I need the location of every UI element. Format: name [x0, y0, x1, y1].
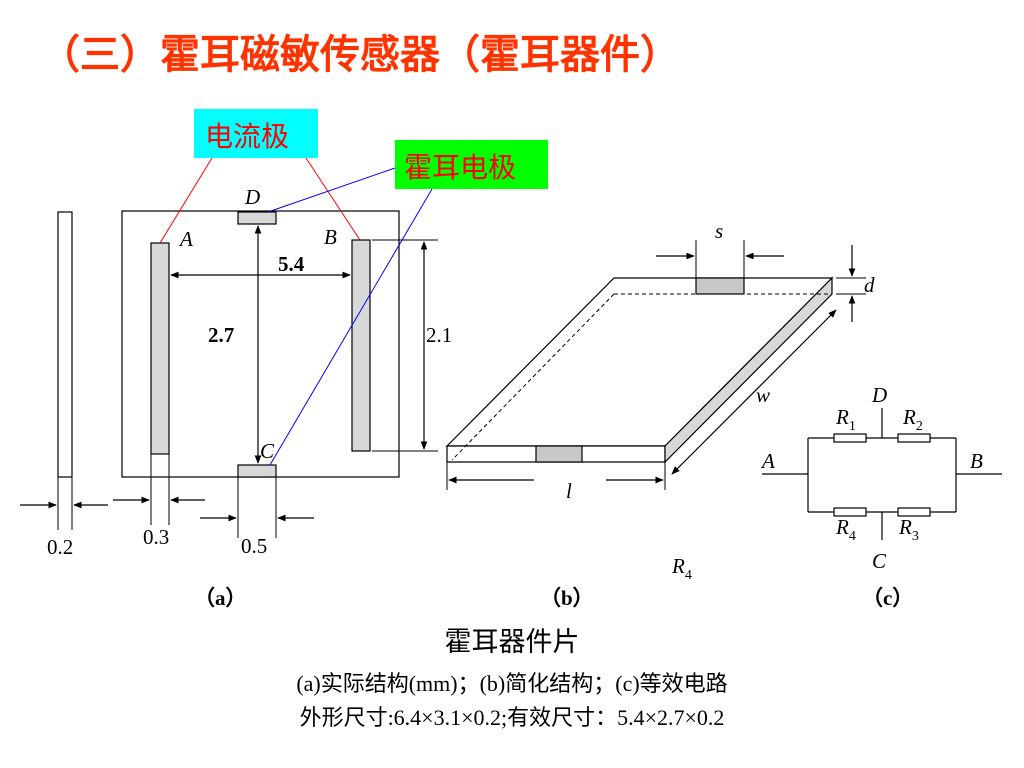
leader-hall-C: [269, 188, 433, 466]
leader-current-A: [159, 157, 213, 244]
dim-0-2-label: 0.2: [47, 535, 73, 559]
label-C: C: [260, 439, 275, 463]
electrode-C: [237, 464, 277, 478]
label-D: D: [244, 185, 260, 209]
label-l: l: [566, 479, 572, 503]
circuit-label-C: C: [872, 549, 887, 573]
electrode-A: [150, 242, 170, 455]
dim-0-3-label: 0.3: [143, 525, 169, 549]
label-w: w: [756, 383, 770, 407]
circuit-label-D: D: [871, 383, 887, 407]
label-R3: R3: [898, 515, 919, 544]
figure-a: 5.4 2.7 2.1 A B D C 0.2 0.3 0.5 （a）: [20, 185, 452, 610]
hidden-edge-2: [451, 293, 615, 461]
label-A: A: [178, 227, 193, 251]
figure-c: [762, 408, 1002, 540]
resistor-R2: [897, 433, 931, 443]
figure-dimensions: 外形尺寸:6.4×3.1×0.2;有效尺寸：5.4×2.7×0.2: [299, 705, 725, 730]
side-view-slab: [57, 211, 73, 478]
label-R4: R4: [835, 515, 856, 544]
dim-0-5-label: 0.5: [241, 534, 267, 558]
callouts: 电流极 霍耳电极: [159, 109, 548, 466]
slab-top-face: [445, 277, 834, 447]
current-electrode-box: [194, 109, 318, 158]
caption-a: （a）: [194, 586, 247, 610]
hall-electrode-label: 霍耳电极: [404, 151, 516, 184]
dim-2-7-label: 2.7: [208, 323, 234, 347]
label-R1: R1: [835, 405, 856, 434]
circuit-label-B: B: [970, 449, 983, 473]
label-R2: R2: [902, 405, 923, 434]
page-title: （三）霍耳磁敏传感器（霍耳器件）: [40, 32, 680, 78]
dim-5-4-label: 5.4: [278, 252, 305, 276]
resistor-R1: [833, 433, 867, 443]
dim-2-1-label: 2.1: [426, 323, 452, 347]
figure-legend: (a)实际结构(mm)；(b)简化结构；(c)等效电路: [296, 671, 728, 696]
stray-r4-label: R4: [671, 554, 692, 583]
resistor-R4: [833, 507, 867, 517]
electrode-D: [237, 211, 277, 225]
hall-electrode-box: [395, 140, 548, 189]
circuit-label-A: A: [760, 449, 775, 473]
caption-b: （b）: [540, 586, 594, 610]
dim-line-w: [671, 309, 837, 475]
caption-c: （c）: [862, 586, 913, 610]
label-d: d: [864, 273, 875, 297]
resistor-R3: [897, 507, 931, 517]
leader-hall-D: [267, 167, 396, 213]
figure-c-labels: A B D C R1 R2 R4 R3 （c）: [760, 383, 983, 610]
slab-electrode-front: [535, 445, 583, 463]
label-s: s: [715, 219, 723, 243]
figure-b: s d w l R4 （b）: [445, 219, 875, 610]
leader-current-B: [305, 157, 361, 241]
label-B: B: [324, 225, 337, 249]
electrode-B: [351, 239, 371, 452]
figure-title: 霍耳器件片: [444, 627, 580, 657]
current-electrode-label: 电流极: [205, 120, 289, 153]
slab-electrode-top: [695, 277, 745, 295]
